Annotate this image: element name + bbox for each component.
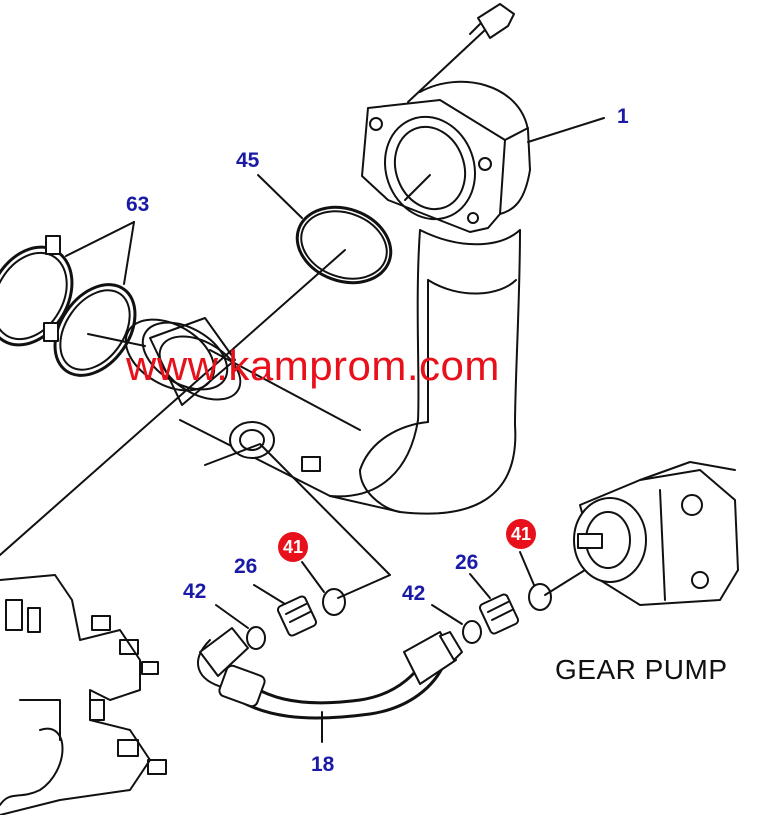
bolt-top	[407, 3, 515, 103]
callout-42-left: 42	[183, 580, 207, 603]
callout-41-right: 41	[506, 519, 536, 549]
watermark-text: www.kamprom.com	[126, 342, 500, 389]
callout-63: 63	[126, 193, 150, 216]
callout-18: 18	[311, 753, 335, 776]
fittings-and-orings	[204, 443, 586, 650]
callout-1: 1	[617, 105, 629, 128]
callout-26-right: 26	[455, 551, 479, 574]
leader-1	[527, 117, 605, 143]
callout-41-left: 41	[278, 532, 308, 562]
gear-pump-label: GEAR PUMP	[555, 654, 728, 685]
o-ring-45	[257, 174, 431, 285]
callout-45: 45	[236, 149, 260, 172]
hose-clamps-63	[0, 221, 146, 377]
callout-42-right: 42	[402, 582, 426, 605]
gear-pump	[573, 461, 739, 606]
hose-18	[197, 627, 463, 743]
suction-elbow-pipe	[0, 80, 531, 556]
callout-26-left: 26	[234, 555, 258, 578]
control-valve-block	[0, 574, 167, 815]
